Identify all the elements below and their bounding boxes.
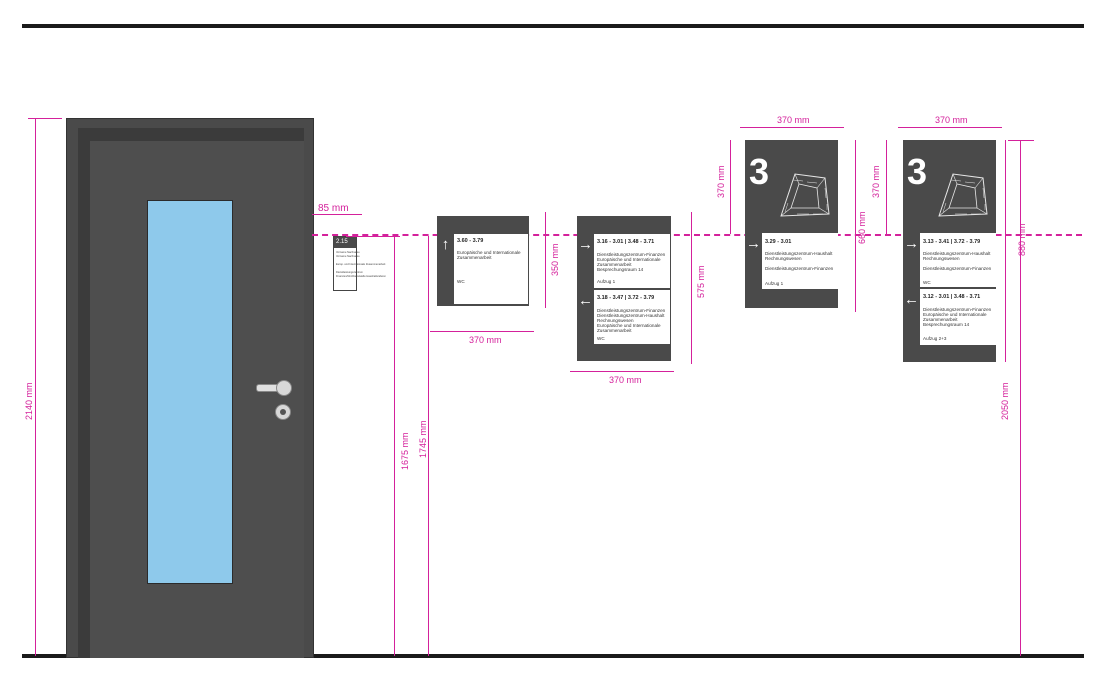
arrow-up-icon: ↑ xyxy=(437,236,454,254)
sign-d-bottom-line: Besprechungsraum 14 xyxy=(923,322,970,327)
arrow-left-icon: ← xyxy=(577,292,594,310)
w370-a-dim-line xyxy=(430,331,534,332)
floor-plan-icon xyxy=(780,173,830,217)
h575-label: 575 mm xyxy=(696,265,706,298)
h1675-dim-line xyxy=(394,236,395,656)
sign-b-bottom-line: Dienstleistungszentrum-Haushalt xyxy=(597,313,665,318)
w370-d-dim-line xyxy=(898,127,1002,128)
h575-dim-line xyxy=(691,212,692,364)
sign-b-bottom-line: Dienstleistungszentrum-Finanzen xyxy=(597,308,666,313)
arrow-right-icon: → xyxy=(745,235,762,253)
w370-b-dim-line xyxy=(570,371,674,372)
sign-c-line: Rechnungswesen xyxy=(765,256,802,261)
direction-sign-a: ↑ 3.60 - 3.79 Europäische und Internatio… xyxy=(437,216,529,306)
sign-d-bottom-line: Dienstleistungszentrum-Finanzen xyxy=(923,307,992,312)
room-number: 2.15 xyxy=(334,237,356,248)
room-sign-line: Vorname Nachname xyxy=(336,255,360,258)
sign-b-bottom-line: Rechnungswesen xyxy=(597,318,634,323)
sign-d-bottom-range: 3.12 - 3.01 | 3.48 - 3.71 xyxy=(923,294,981,300)
offset-dim-line xyxy=(312,214,362,215)
arrow-left-icon: ← xyxy=(903,291,920,309)
sign-c-footer: Aufzug 1 xyxy=(765,281,784,286)
sign-d-bottom-footer: Aufzug 2+3 xyxy=(923,336,947,341)
room-sign-line: Europ. und Internationale Zusammenarbeit xyxy=(336,263,386,266)
sign-c-line: Dienstleistungszentrum-Haushalt xyxy=(765,251,833,256)
h350-dim-line xyxy=(545,212,546,308)
sign-d-bottom-line: Europäische und Internationale xyxy=(923,312,987,317)
door-lock xyxy=(275,404,291,420)
h370-d-label: 370 mm xyxy=(871,165,881,198)
room-sign: 2.15 Vorname Nachname Vorname Nachname E… xyxy=(333,236,385,291)
h370-c-dim-line xyxy=(730,140,731,234)
h2050-dim-tick xyxy=(1008,140,1034,141)
w370-b-label: 370 mm xyxy=(609,375,642,385)
w370-c-label: 370 mm xyxy=(777,115,810,125)
floor-plan-icon xyxy=(938,173,988,217)
floor-number: 3 xyxy=(749,151,770,192)
sign-d-top-line: Rechnungswesen xyxy=(923,256,960,261)
sign-a-line: Europäische und Internationale xyxy=(457,250,521,255)
door-height-dim-tick xyxy=(28,118,62,119)
door-handle-rose xyxy=(276,380,292,396)
h1675-dim-tick xyxy=(346,236,400,237)
direction-sign-b: → 3.16 - 3.01 | 3.48 - 3.71 Dienstleistu… xyxy=(577,216,671,361)
room-sign-line: Dienstleistungszentrum xyxy=(336,271,363,274)
h370-d-dim-line xyxy=(886,140,887,234)
h660-label: 660 mm xyxy=(857,211,867,244)
sign-d-top-range: 3.13 - 3.41 | 3.72 - 3.79 xyxy=(923,239,981,245)
h880-label: 880 mm xyxy=(1017,223,1027,256)
h370-c-label: 370 mm xyxy=(716,165,726,198)
sign-a-footer: WC xyxy=(457,279,465,284)
arrow-right-icon: → xyxy=(903,235,920,253)
h2050-dim-line xyxy=(1020,140,1021,656)
sign-b-bottom-line: Europäische und Internationale xyxy=(597,323,661,328)
w370-d-label: 370 mm xyxy=(935,115,968,125)
h1745-label: 1745 mm xyxy=(418,420,428,458)
h1675-label: 1675 mm xyxy=(400,432,410,470)
w370-c-dim-line xyxy=(740,127,844,128)
offset-label: 85 mm xyxy=(318,203,349,214)
arrow-right-icon: → xyxy=(577,236,594,254)
mounting-height-line xyxy=(312,234,1082,236)
w370-a-label: 370 mm xyxy=(469,335,502,345)
sign-b-top-range: 3.16 - 3.01 | 3.48 - 3.71 xyxy=(597,239,655,245)
door-height-label: 2140 mm xyxy=(24,382,34,420)
h1745-dim-line xyxy=(428,236,429,656)
h350-label: 350 mm xyxy=(550,243,560,276)
sign-d-top-line: Dienstleistungszentrum-Haushalt xyxy=(923,251,991,256)
room-sign-line: Vorname Nachname xyxy=(336,251,360,254)
sign-b-top-footer: Aufzug 1 xyxy=(597,279,616,284)
room-sign-line: Finanzen/Gbl-Dienststelle Haushaltsrefer… xyxy=(336,275,386,278)
ceiling-line xyxy=(22,24,1084,28)
floor-sign-d: 3 → 3.13 - 3.41 | 3.72 - 3.79 Dienstleis… xyxy=(903,140,996,362)
sign-c-line: Dienstleistungszentrum-Finanzen xyxy=(765,266,834,271)
floor-sign-c: 3 → 3.29 - 3.01 Dienstleistungszentrum-H… xyxy=(745,140,838,308)
sign-b-top-line: Dienstleistungszentrum-Finanzen xyxy=(597,252,666,257)
h880-dim-line xyxy=(1005,140,1006,362)
sign-b-bottom-footer: WC xyxy=(597,336,605,341)
sign-d-top-line: Dienstleistungszentrum-Finanzen xyxy=(923,266,992,271)
sign-a-range: 3.60 - 3.79 xyxy=(457,238,484,244)
floor-line xyxy=(22,654,1084,658)
sign-b-bottom-range: 3.18 - 3.47 | 3.72 - 3.79 xyxy=(597,295,655,301)
sign-d-bottom-line: Zusammenarbeit xyxy=(923,317,958,322)
sign-a-line: Zusammenarbeit xyxy=(457,255,492,260)
sign-b-top-line: Besprechungsraum 14 xyxy=(597,267,644,272)
sign-b-bottom-line: Zusammenarbeit xyxy=(597,328,632,333)
h2050-label: 2050 mm xyxy=(1000,382,1010,420)
sign-c-range: 3.29 - 3.01 xyxy=(765,239,792,245)
floor-number: 3 xyxy=(907,151,928,192)
sign-d-top-footer: WC xyxy=(923,280,931,285)
door-height-dim-line xyxy=(35,118,36,656)
sign-b-top-line: Europäische und Internationale xyxy=(597,257,661,262)
door-glass xyxy=(147,200,233,584)
h660-dim-line xyxy=(855,140,856,312)
sign-b-top-line: Zusammenarbeit xyxy=(597,262,632,267)
